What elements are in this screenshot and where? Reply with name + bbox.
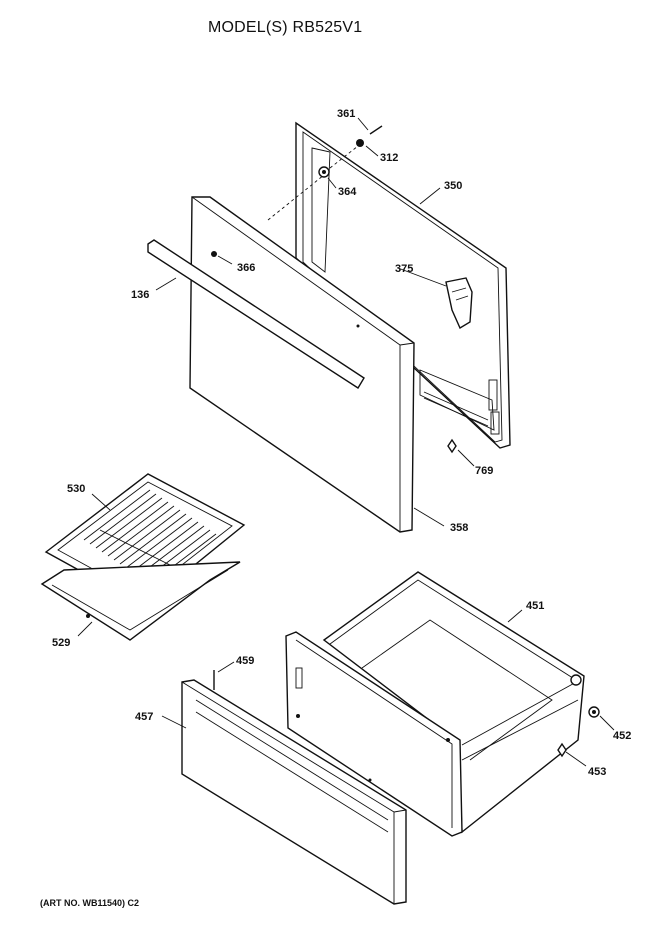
- drawer-side-panel: [285, 631, 463, 837]
- outer-door: [189, 196, 415, 533]
- label-358: 358: [450, 522, 468, 534]
- label-769: 769: [475, 465, 493, 477]
- screw-hardware: [267, 125, 383, 221]
- part-labels: 361 312 364 350 366 136 375 769 358 530 …: [52, 108, 631, 778]
- label-452: 452: [613, 730, 631, 742]
- inner-door-panel: [295, 121, 511, 449]
- diagram-title: MODEL(S) RB525V1: [208, 19, 363, 36]
- label-375: 375: [395, 263, 413, 275]
- label-459: 459: [236, 655, 254, 667]
- label-350: 350: [444, 180, 462, 192]
- label-451: 451: [526, 600, 544, 612]
- label-366: 366: [237, 262, 255, 274]
- label-361: 361: [337, 108, 355, 120]
- label-312: 312: [380, 152, 398, 164]
- art-number: (ART NO. WB11540) C2: [40, 898, 140, 908]
- drawer-front: [181, 679, 407, 905]
- door-bracket: [445, 277, 473, 330]
- label-453: 453: [588, 766, 606, 778]
- hinge-screw: [447, 438, 457, 454]
- label-364: 364: [338, 186, 357, 198]
- label-136: 136: [131, 289, 149, 301]
- label-530: 530: [67, 483, 85, 495]
- broiler-pan: [40, 561, 241, 641]
- door-handle: [147, 239, 365, 389]
- leader-lines: [77, 117, 615, 767]
- label-529: 529: [52, 637, 70, 649]
- drawer-hardware: [557, 706, 600, 758]
- label-457: 457: [135, 711, 153, 723]
